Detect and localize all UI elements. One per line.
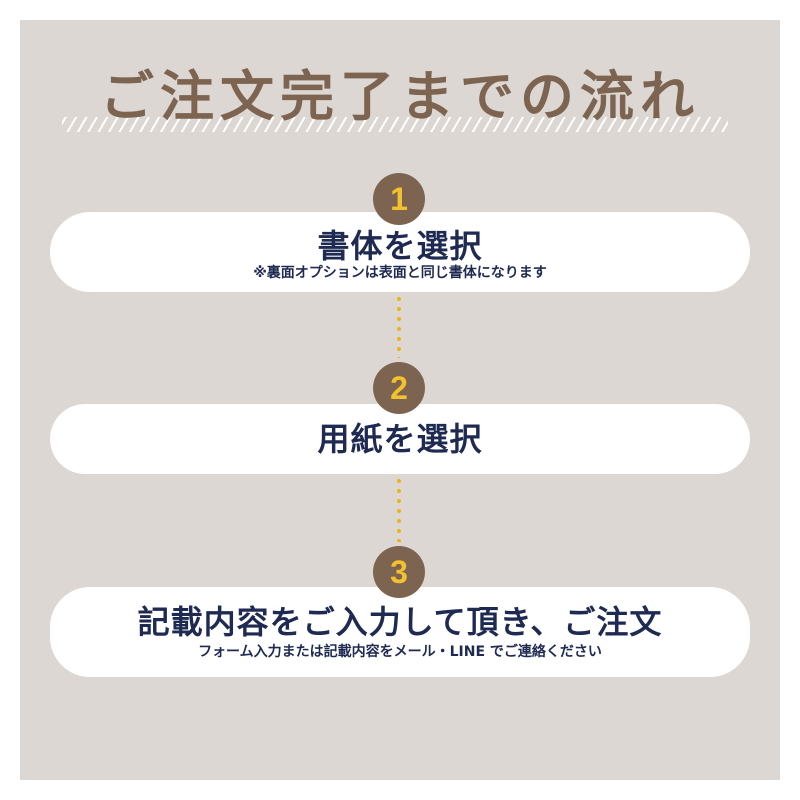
step-2-heading: 用紙を選択 — [317, 420, 483, 458]
page-title: ご注文完了までの流れ — [0, 62, 800, 132]
step-3-badge: 3 — [373, 546, 425, 598]
step-2-badge: 2 — [373, 362, 425, 414]
step-3-card: 記載内容をご入力して頂き、ご注文 フォーム入力または記載内容をメール・LINE … — [50, 587, 750, 677]
step-connector-1-2 — [397, 294, 401, 358]
step-1-badge: 1 — [373, 173, 425, 225]
step-connector-2-3 — [397, 476, 401, 542]
step-1-note: ※裏面オプションは表面と同じ書体になります — [253, 265, 547, 281]
step-1-card: 書体を選択 ※裏面オプションは表面と同じ書体になります — [50, 212, 750, 292]
step-3-heading: 記載内容をご入力して頂き、ご注文 — [137, 603, 663, 641]
step-3-note: フォーム入力または記載内容をメール・LINE でご連絡ください — [198, 644, 602, 660]
step-1-heading: 書体を選択 — [317, 227, 483, 265]
step-2-card: 用紙を選択 — [50, 404, 750, 474]
title-underline-decoration — [62, 117, 728, 132]
step-2-number: 2 — [390, 370, 408, 406]
step-3-number: 3 — [390, 554, 408, 590]
page-title-text: ご注文完了までの流れ — [100, 65, 700, 128]
step-1-number: 1 — [390, 181, 408, 217]
